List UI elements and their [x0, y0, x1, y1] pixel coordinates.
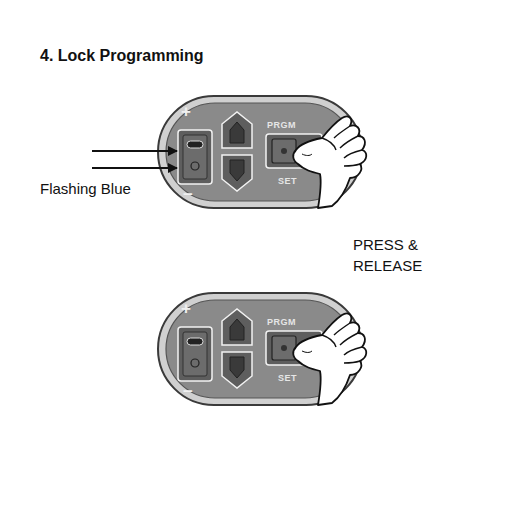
key-label: PRGM — [267, 120, 296, 130]
minus-symbol: − — [183, 186, 193, 203]
plus-symbol: + — [181, 300, 191, 317]
key-label: SET — [278, 176, 297, 186]
keypad-bottom — [158, 293, 366, 405]
pointer-arrow — [92, 167, 177, 169]
keypad-top — [158, 96, 366, 208]
pointer-arrow — [92, 150, 177, 152]
instruction-label: PRESS & RELEASE — [353, 234, 422, 276]
title: 4. Lock Programming — [40, 47, 204, 65]
key-label: SET — [278, 373, 297, 383]
plus-symbol: + — [181, 103, 191, 120]
minus-symbol: − — [183, 383, 193, 400]
key-label: PRGM — [267, 317, 296, 327]
led-label: Flashing Blue — [40, 180, 131, 197]
